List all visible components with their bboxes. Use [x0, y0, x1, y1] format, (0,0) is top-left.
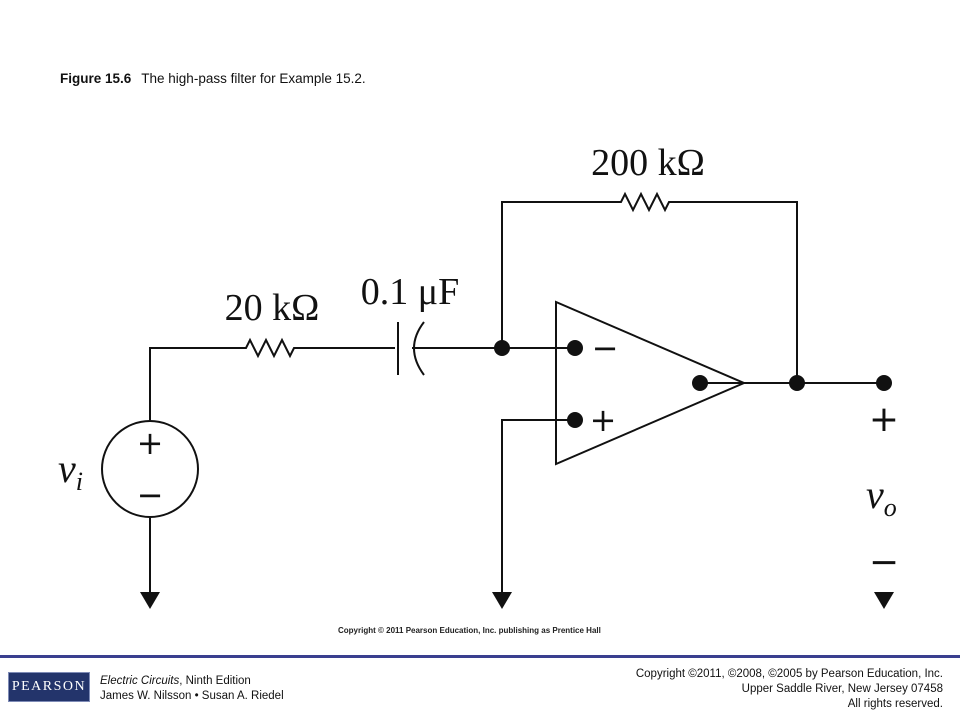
publisher-address: Upper Saddle River, New Jersey 07458	[741, 683, 943, 695]
publisher-rights: Copyright ©2011, ©2008, ©2005 by Pearson…	[636, 667, 943, 712]
op-amp	[555, 300, 747, 466]
book-title-line: Electric Circuits, Ninth Edition	[100, 674, 284, 689]
capacitor-label: 0.1 μF	[361, 271, 460, 313]
output-voltage-subscript: o	[884, 493, 897, 522]
source-ground-arrow	[140, 592, 160, 609]
output-terminal	[876, 375, 892, 391]
resistor-200k	[615, 191, 680, 213]
voltage-source	[101, 420, 199, 518]
output-voltage-symbol: v	[866, 472, 884, 517]
feedback-right-wire	[680, 201, 798, 383]
footer-divider	[0, 655, 960, 658]
output-minus-sign: −	[869, 542, 899, 583]
figure-caption-text: The high-pass filter for Example 15.2.	[141, 71, 366, 86]
source-minus-sign: −	[137, 476, 164, 514]
output-node-dot	[789, 375, 805, 391]
noninverting-ground-arrow	[492, 592, 512, 609]
book-edition: , Ninth Edition	[179, 675, 251, 687]
output-ground-arrow	[874, 592, 894, 609]
summing-node-dot	[494, 340, 510, 356]
op-amp-minus-sign: −	[592, 329, 619, 367]
feedback-left-wire	[501, 201, 615, 348]
input-voltage-symbol: v	[58, 446, 76, 491]
figure-number: Figure 15.6	[60, 71, 132, 86]
resistor-20k	[240, 337, 305, 359]
noninverting-input-terminal	[567, 412, 583, 428]
source-plus-sign: +	[137, 424, 164, 462]
image-credit: Copyright © 2011 Pearson Education, Inc.…	[338, 626, 601, 635]
op-amp-plus-sign: +	[590, 401, 617, 439]
pearson-logo: PEARSON	[8, 672, 90, 702]
input-voltage-subscript: i	[76, 467, 83, 496]
input-voltage-label: vi	[58, 446, 83, 496]
pearson-logo-text: PEARSON	[11, 679, 87, 694]
rights-reserved: All rights reserved.	[847, 698, 943, 710]
figure-caption: Figure 15.6 The high-pass filter for Exam…	[60, 71, 366, 86]
copyright-line: Copyright ©2011, ©2008, ©2005 by Pearson…	[635, 668, 943, 680]
resistor-200k-label: 200 kΩ	[591, 142, 705, 184]
book-info: Electric Circuits, Ninth Edition James W…	[100, 674, 284, 704]
book-title: Electric Circuits	[100, 675, 180, 687]
inverting-input-terminal	[567, 340, 583, 356]
source-to-input-wire	[149, 347, 240, 420]
output-voltage-label: vo	[866, 472, 897, 522]
book-authors: James W. Nilsson • Susan A. Riedel	[100, 690, 284, 702]
resistor-20k-label: 20 kΩ	[225, 287, 320, 329]
output-plus-sign: +	[869, 399, 899, 440]
op-amp-output-terminal	[692, 375, 708, 391]
noninverting-ground-wire	[501, 419, 575, 592]
